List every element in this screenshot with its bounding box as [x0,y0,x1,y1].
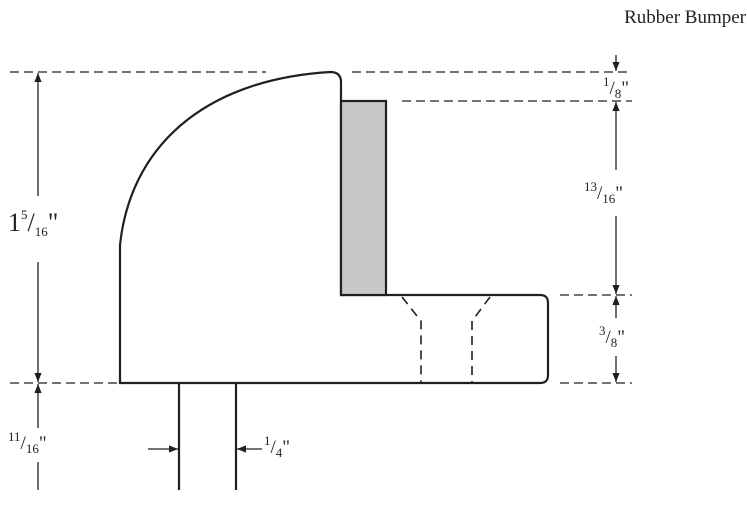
stem [177,383,238,490]
body-outline [118,70,550,385]
total-height-label: 15/16" [8,207,58,239]
extension-lines [10,71,632,384]
top-gap-label: 1/8" [603,74,629,101]
bumper-height-label: 13/16" [584,179,623,206]
rubber-bumper-label: Rubber Bumper [624,7,747,28]
rubber-bumper [339,99,388,297]
base-thickness-label: 3/8" [599,323,625,350]
stem-length-label: 11/16" [8,429,47,456]
screw-hole-hidden-lines [401,296,491,383]
stem-width-label: 1/4" [264,433,290,460]
